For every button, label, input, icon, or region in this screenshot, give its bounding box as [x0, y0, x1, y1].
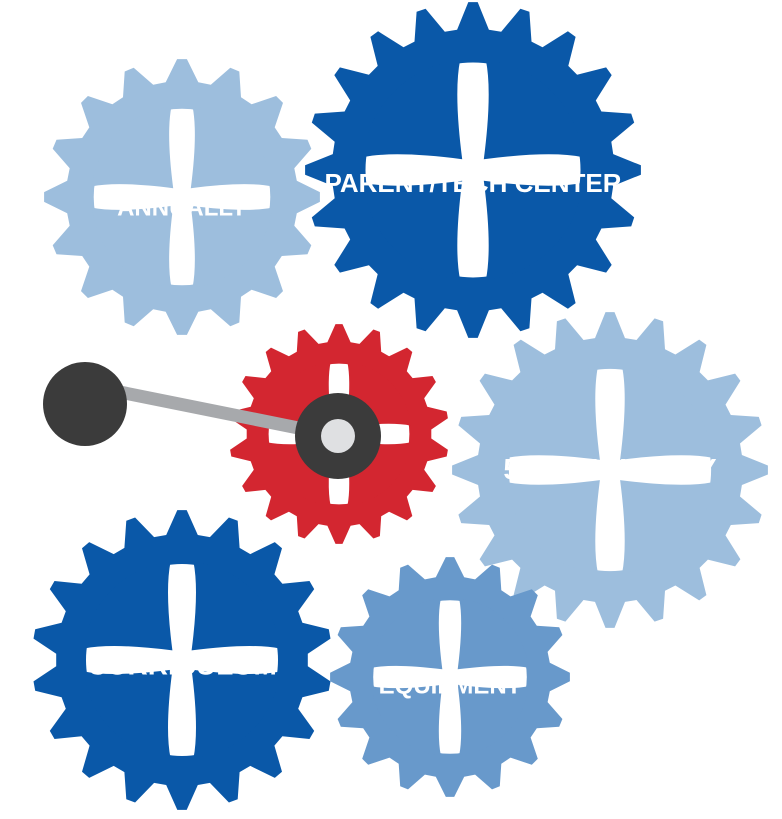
crank-arm — [78, 378, 345, 443]
gear-annually-label: ANNUALLY — [117, 195, 247, 222]
gear-equipment-spoke — [457, 684, 529, 756]
gear-equipment-label: EQUIPMENT — [379, 673, 522, 700]
gear-equipment: EQUIPMENT — [330, 557, 570, 797]
gear-parent-tech-center-spoke — [363, 180, 463, 280]
gears-layer: ANNUALLY PARENT/TECH CENTER 50% INDUSTRY CU… — [33, 2, 768, 810]
gear-curriculum-spoke — [84, 562, 173, 651]
gear-industry-spoke — [506, 366, 600, 460]
gear-parent-tech-center-spoke — [483, 60, 583, 160]
gear-industry-label: 50% INDUSTRY — [503, 454, 716, 486]
gear-parent-tech-center-label: PARENT/TECH CENTER — [324, 168, 621, 198]
gear-curriculum-spoke — [191, 562, 280, 651]
gear-equipment-spoke — [371, 598, 443, 670]
crank-pin — [321, 419, 355, 453]
gear-industry-spoke — [620, 480, 714, 574]
gear-annually: ANNUALLY — [44, 59, 320, 335]
gear-equipment-spoke — [371, 684, 443, 756]
gear-annually-spoke — [190, 205, 273, 288]
gear-industry-spoke — [506, 480, 600, 574]
gear-curriculum: CURRICULUM — [33, 510, 331, 810]
gear-parent-tech-center: PARENT/TECH CENTER — [305, 2, 641, 338]
gear-parent-tech-center-spoke — [363, 60, 463, 160]
gear-curriculum-spoke — [84, 669, 173, 758]
gear-curriculum-spoke — [191, 669, 280, 758]
gear-industry: 50% INDUSTRY — [452, 312, 768, 628]
gear-annually-spoke — [91, 205, 174, 288]
gear-annually-spoke — [190, 106, 273, 189]
crank-knob — [43, 362, 127, 446]
gear-equipment-spoke — [457, 598, 529, 670]
crank-handle — [43, 362, 381, 479]
gear-parent-tech-center-spoke — [483, 180, 583, 280]
gear-annually-spoke — [91, 106, 174, 189]
gear-industry-spoke — [620, 366, 714, 460]
gear-curriculum-label: CURRICULUM — [87, 650, 277, 681]
